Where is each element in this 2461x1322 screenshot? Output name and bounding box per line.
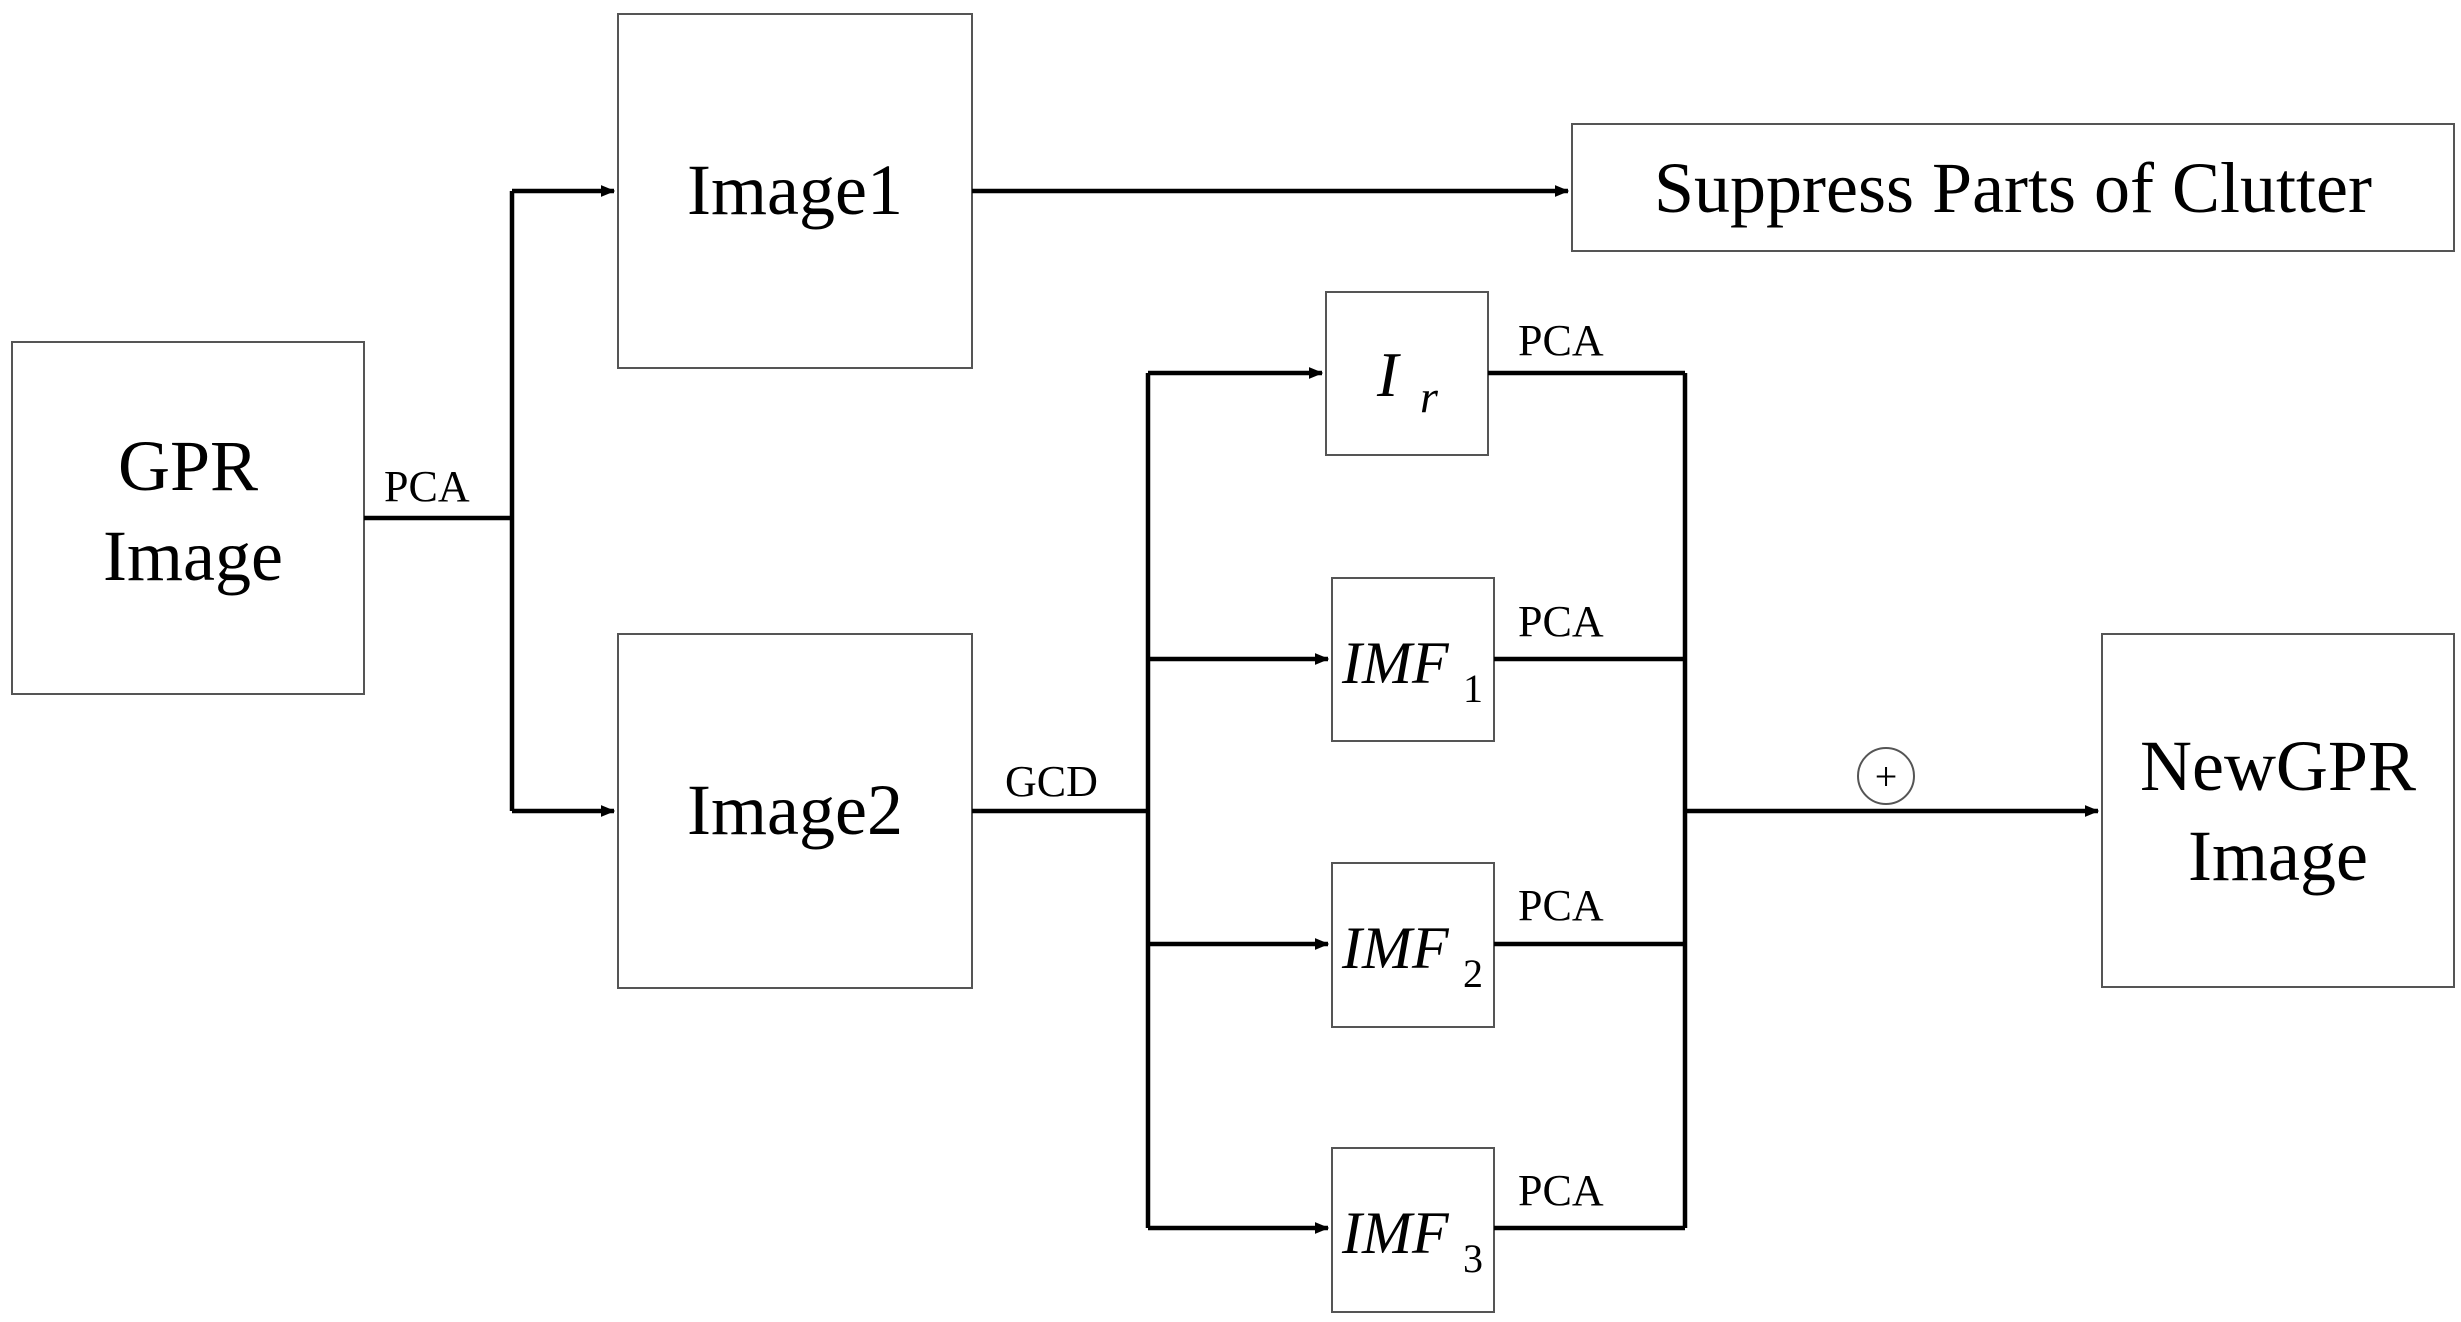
imf1-main: IMF [1341, 630, 1450, 696]
gpr-image-line2: Image [103, 516, 283, 596]
imf2-pca-label: PCA [1518, 881, 1604, 930]
imf3-subscript: 3 [1463, 1236, 1483, 1281]
imf1-node: IMF 1 [1331, 577, 1495, 742]
sum-symbol: + [1857, 747, 1915, 805]
imf1-pca-label: PCA [1518, 597, 1604, 646]
image1-node: Image1 [617, 13, 973, 369]
suppress-clutter-node: Suppress Parts of Clutter [1571, 123, 2455, 252]
imf3-pca-label: PCA [1518, 1166, 1604, 1215]
imf2-main: IMF [1341, 915, 1450, 981]
gpr-image-node: GPR Image [11, 341, 365, 695]
ir-node: I r [1325, 291, 1489, 456]
gpr-pca-label: PCA [384, 462, 470, 511]
imf2-node: IMF 2 [1331, 862, 1495, 1028]
imf3-main: IMF [1341, 1200, 1450, 1266]
imf2-subscript: 2 [1463, 951, 1483, 996]
connectors [364, 184, 2100, 1235]
new-gpr-line1: NewGPR [2140, 726, 2416, 806]
image1-label: Image1 [687, 150, 903, 230]
ir-main: I [1376, 339, 1401, 410]
suppress-clutter-label: Suppress Parts of Clutter [1654, 148, 2372, 228]
sum-plus: + [1875, 754, 1898, 799]
imf1-subscript: 1 [1463, 666, 1483, 711]
imf3-node: IMF 3 [1331, 1147, 1495, 1313]
gcd-label: GCD [1005, 757, 1098, 806]
new-gpr-line2: Image [2188, 816, 2368, 896]
ir-pca-label: PCA [1518, 316, 1604, 365]
ir-subscript: r [1420, 371, 1439, 422]
image2-node: Image2 [617, 633, 973, 989]
gpr-image-line1: GPR [118, 426, 258, 506]
image2-label: Image2 [687, 770, 903, 850]
new-gpr-image-node: NewGPR Image [2101, 633, 2455, 988]
